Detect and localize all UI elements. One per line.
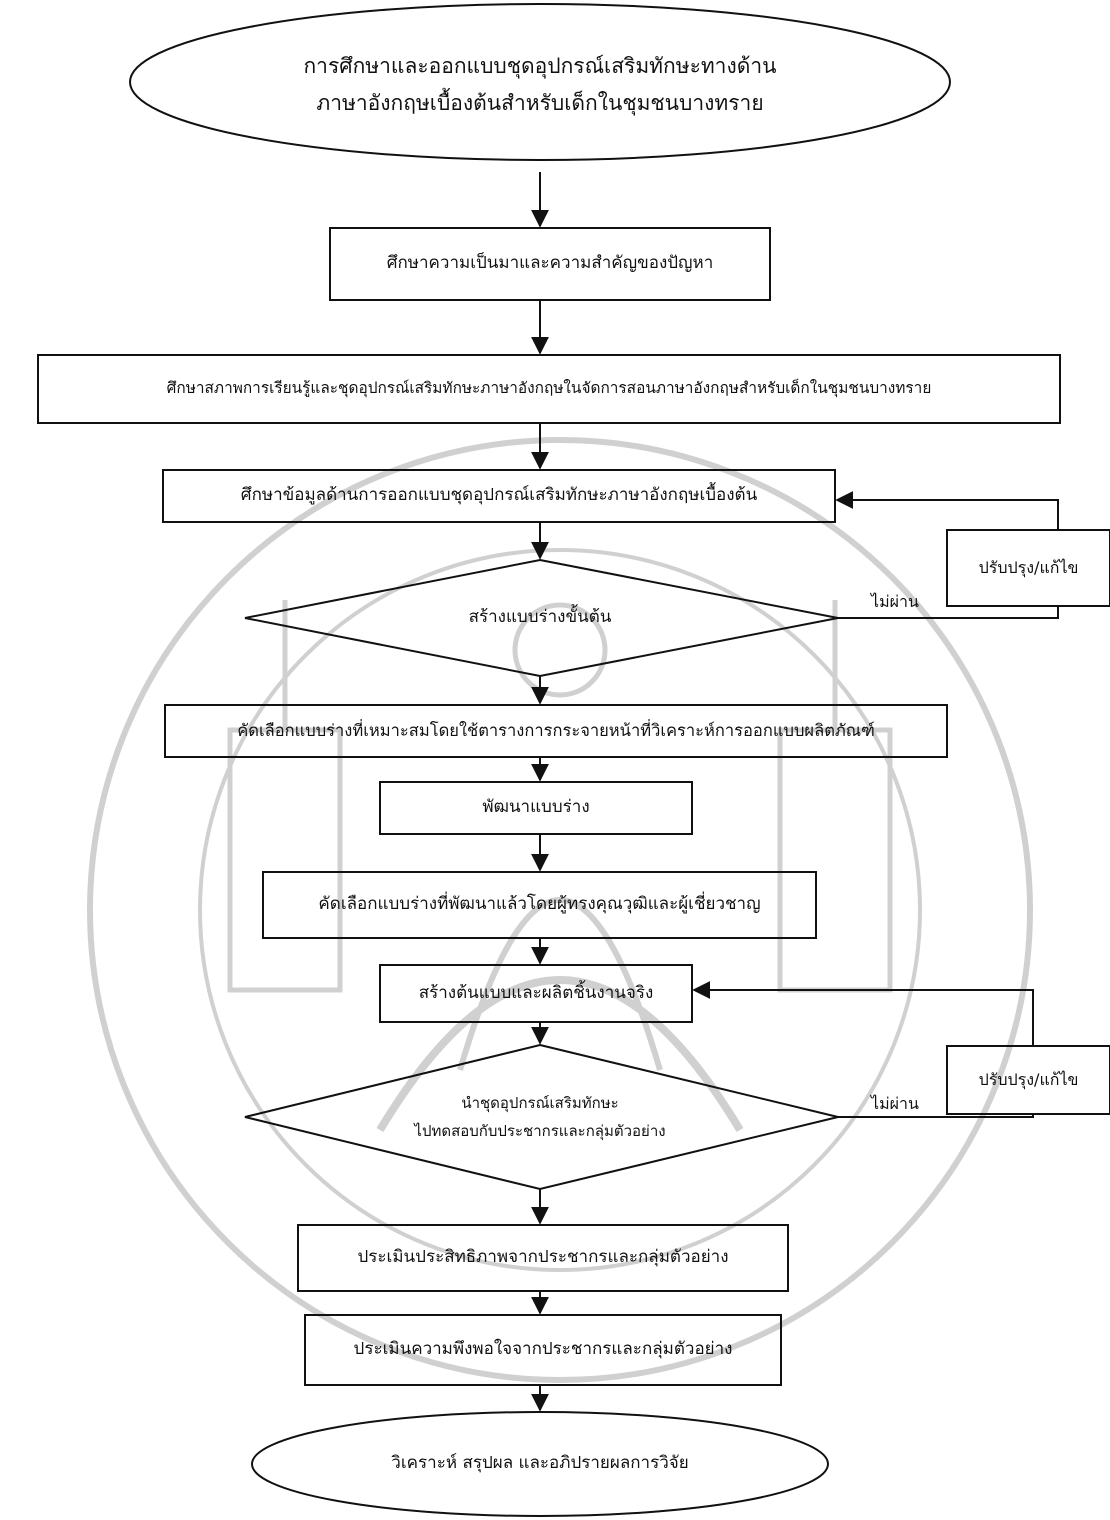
step-label-8: ประเมินประสิทธิภาพจากประชากรและกลุ่มตัวอ…	[357, 1247, 729, 1268]
step-box-5	[379, 781, 693, 835]
fail-label-1: ไม่ผ่าน	[871, 592, 919, 611]
decision-label-2: นำชุดอุปกรณ์เสริมทักษะ ไปทดสอบกับประชากร…	[330, 1072, 750, 1162]
decision-label-2-line-1: นำชุดอุปกรณ์เสริมทักษะ	[461, 1093, 619, 1112]
step-box-1	[329, 227, 771, 301]
feedback-line-2-back	[692, 981, 1034, 1046]
step-label-3: ศึกษาข้อมูลด้านการออกแบบชุดอุปกรณ์เสริมท…	[240, 485, 758, 506]
start-ellipse	[129, 3, 951, 161]
step-label-7: สร้างต้นแบบและผลิตชิ้นงานจริง	[418, 982, 654, 1003]
step-box-9	[304, 1314, 782, 1386]
revise-box-2	[946, 1045, 1110, 1115]
step-label-4: คัดเลือกแบบร่างที่เหมาะสมโดยใช้ตารางการก…	[237, 720, 875, 740]
feedback-line-2-out	[838, 1114, 1034, 1118]
step-label-2: ศึกษาสภาพการเรียนรู้และชุดอุปกรณ์เสริมทั…	[166, 379, 932, 398]
fail-label-2: ไม่ผ่าน	[871, 1094, 919, 1113]
end-label: วิเคราะห์ สรุปผล และอภิปรายผลการวิจัย	[391, 1453, 689, 1474]
step-label-6: คัดเลือกแบบร่างที่พัฒนาแล้วโดยผู้ทรงคุณว…	[318, 894, 761, 915]
step-label-9: ประเมินความพึงพอใจจากประชากรและกลุ่มตัวอ…	[353, 1339, 733, 1360]
step-box-4	[164, 704, 948, 758]
revise-box-1	[946, 529, 1110, 607]
step-box-3	[162, 469, 836, 523]
revise-label-1: ปรับปรุง/แก้ไข	[978, 558, 1079, 577]
decision-label-2-line-2: ไปทดสอบกับประชากรและกลุ่มตัวอย่าง	[414, 1122, 666, 1140]
step-box-2	[37, 354, 1061, 424]
start-title: การศึกษาและออกแบบชุดอุปกรณ์เสริมทักษะทาง…	[200, 30, 880, 140]
start-title-line-2: ภาษาอังกฤษเบื้องต้นสำหรับเด็กในชุมชนบางท…	[316, 91, 764, 115]
end-ellipse	[251, 1411, 829, 1517]
feedback-line-1-back	[835, 491, 1059, 530]
step-label-1: ศึกษาความเป็นมาและความสำคัญของปัญหา	[386, 253, 714, 274]
decision-label-1: สร้างแบบร่างขั้นต้น	[468, 607, 612, 628]
revise-label-2: ปรับปรุง/แก้ไข	[978, 1070, 1079, 1089]
feedback-line-1-out	[838, 606, 1059, 619]
step-box-8	[297, 1224, 789, 1292]
start-title-line-1: การศึกษาและออกแบบชุดอุปกรณ์เสริมทักษะทาง…	[303, 54, 777, 79]
step-label-5: พัฒนาแบบร่าง	[482, 797, 590, 818]
step-box-7	[379, 964, 693, 1023]
